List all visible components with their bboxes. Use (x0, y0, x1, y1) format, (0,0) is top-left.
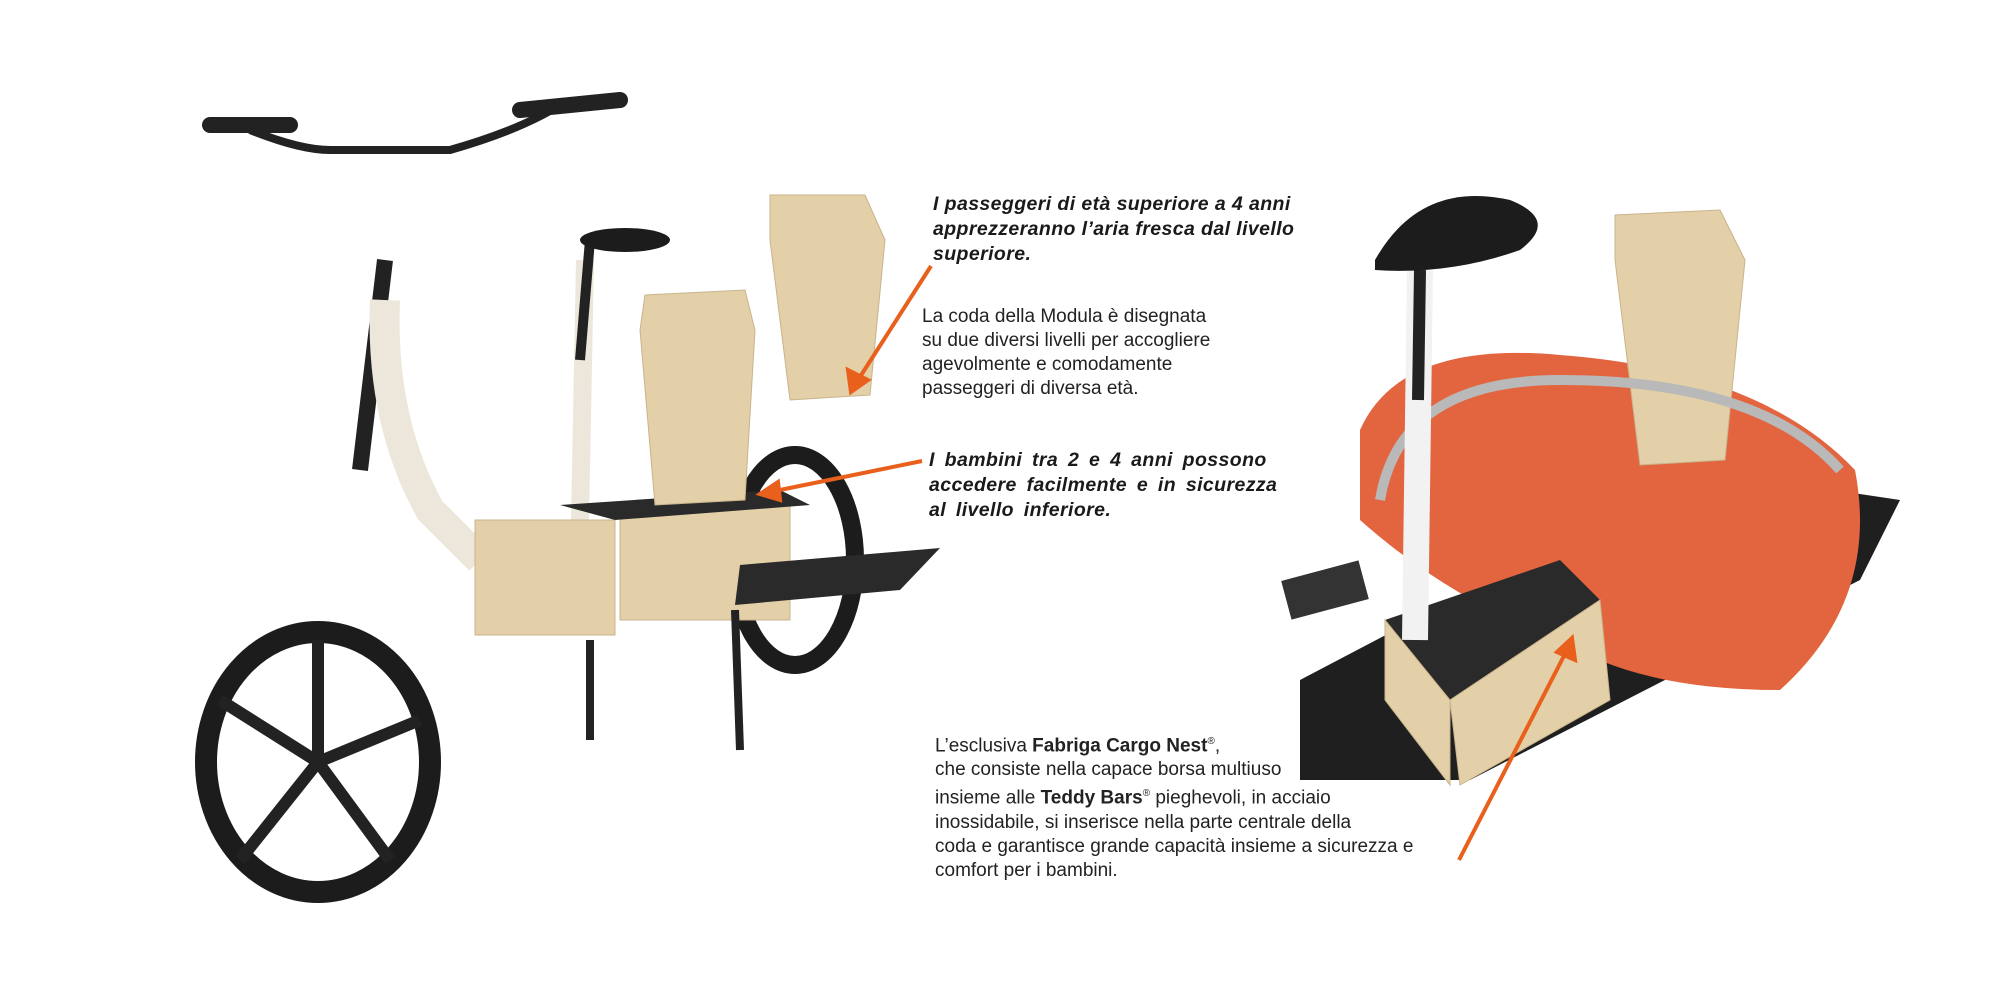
description-line: su due diversi livelli per accogliere (922, 330, 1211, 351)
nest-text: L’esclusiva (935, 735, 1033, 757)
callout-lower-line: al livello inferiore. (929, 499, 1112, 521)
callout-lower-line: accedere facilmente e in sicurezza (929, 474, 1278, 496)
callout-lower-line: I bambini tra 2 e 4 anni possono (929, 449, 1267, 471)
callout-upper-line: apprezzeranno l’aria fresca dal livello (933, 218, 1295, 240)
product-name: Teddy Bars (1040, 787, 1143, 809)
nest-text: inossidabile, si inserisce nella parte c… (935, 811, 1352, 833)
callout-upper-line: I passeggeri di età superiore a 4 anni (933, 193, 1291, 215)
arrow-upper-head (845, 366, 872, 396)
callout-upper-line: superiore. (933, 243, 1032, 265)
nest-text: coda e garantisce grande capacità insiem… (935, 835, 1414, 857)
product-name: Fabriga Cargo Nest (1032, 735, 1208, 757)
callout-upper: I passeggeri di età superiore a 4 anni a… (933, 192, 1294, 267)
cargo-nest-image (1281, 196, 1900, 787)
arrow-upper (856, 264, 933, 382)
description-line: agevolmente e comodamente (922, 354, 1173, 375)
registered-mark: ® (1207, 736, 1215, 747)
nest-text: insieme alle (935, 787, 1041, 809)
nest-text: pieghevoli, in acciaio (1150, 787, 1331, 809)
arrow-nest (1457, 649, 1569, 861)
callout-lower: I bambini tra 2 e 4 anni possono acceder… (929, 448, 1277, 523)
description: La coda della Modula è disegnata su due … (922, 305, 1210, 401)
nest-text: che consiste nella capace borsa multiuso (935, 759, 1282, 781)
arrow-lower-head (755, 478, 783, 503)
nest-text: , (1214, 735, 1221, 757)
description-line: La coda della Modula è disegnata (922, 306, 1207, 327)
arrow-nest-head (1553, 633, 1578, 664)
registered-mark: ® (1142, 788, 1151, 800)
description-line: passeggeri di diversa età. (922, 378, 1139, 399)
cargo-nest-text: L’esclusiva Fabriga Cargo Nest®, che con… (935, 730, 1413, 883)
arrow-lower (774, 459, 923, 493)
nest-text: comfort per i bambini. (935, 859, 1118, 881)
cargo-bike-image (195, 92, 940, 903)
